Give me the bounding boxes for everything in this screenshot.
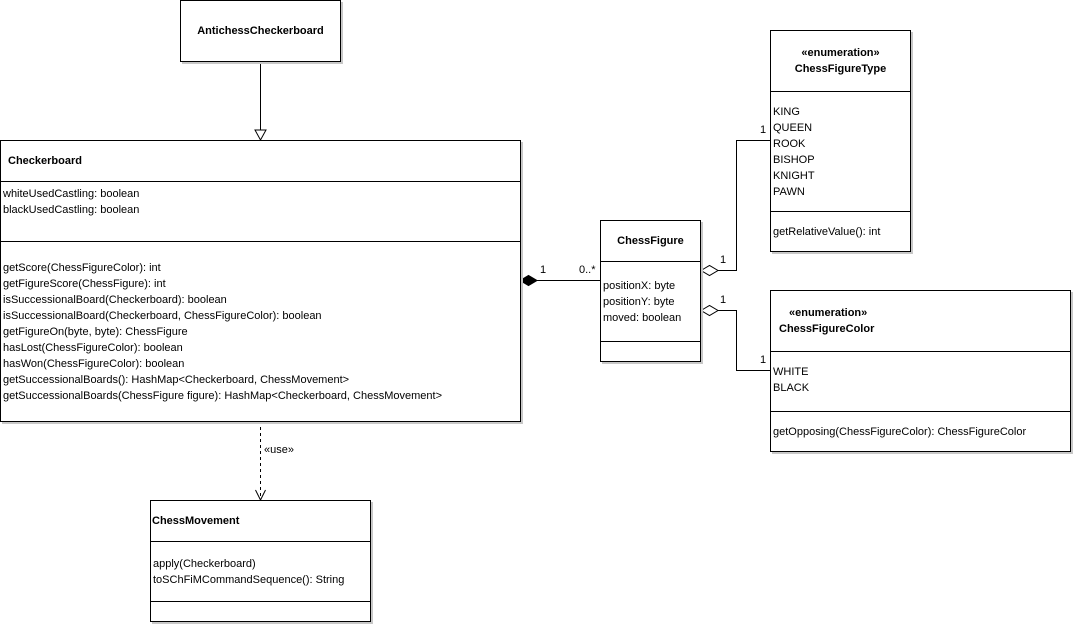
operation: isSuccessionalBoard(Checkerboard): boole… xyxy=(3,294,227,306)
empty-compartment xyxy=(151,601,370,621)
class-name: ChessFigureType xyxy=(794,63,887,75)
enum-literal: BLACK xyxy=(773,382,810,394)
class-name: ChessFigure xyxy=(617,235,684,247)
aggregation-color-diamond xyxy=(700,304,719,317)
operation: apply(Checkerboard) xyxy=(153,558,256,570)
class-antichess-checkerboard[interactable]: AntichessCheckerboard xyxy=(180,0,341,62)
attribute: blackUsedCastling: boolean xyxy=(3,204,140,216)
attribute: positionY: byte xyxy=(603,296,675,308)
aggregation-type-diamond xyxy=(700,264,719,277)
literals-compartment: WHITE BLACK xyxy=(771,351,1070,411)
operation: getScore(ChessFigureColor): int xyxy=(3,262,161,274)
enum-chess-figure-color[interactable]: «enumeration» ChessFigureColor WHITE BLA… xyxy=(770,290,1071,452)
class-chess-figure[interactable]: ChessFigure positionX: byte positionY: b… xyxy=(600,220,701,362)
enum-stereotype: «enumeration» xyxy=(801,47,880,59)
operation: isSuccessionalBoard(Checkerboard, ChessF… xyxy=(3,310,322,322)
operation: toSChFiMCommandSequence(): String xyxy=(153,574,345,586)
operations-compartment: getScore(ChessFigureColor): int getFigur… xyxy=(1,241,520,421)
board-figure-source-multiplicity: 1 xyxy=(540,264,547,276)
attribute: positionX: byte xyxy=(603,280,676,292)
class-name: ChessFigureColor xyxy=(779,323,875,335)
operation: hasWon(ChessFigureColor): boolean xyxy=(3,358,185,370)
operations-compartment: getOpposing(ChessFigureColor): ChessFigu… xyxy=(771,411,1070,451)
enum-stereotype: «enumeration» xyxy=(789,307,868,319)
generalization-arrowhead xyxy=(254,129,267,142)
enum-literal: WHITE xyxy=(773,366,809,378)
enum-chess-figure-type[interactable]: «enumeration» ChessFigureType KING QUEEN… xyxy=(770,30,911,252)
operation: getSuccessionalBoards(): HashMap<Checker… xyxy=(3,374,350,386)
attributes-compartment: positionX: byte positionY: byte moved: b… xyxy=(601,261,700,341)
figure-type-source-multiplicity: 1 xyxy=(720,254,727,266)
aggregation-color-line xyxy=(718,310,770,371)
operation: getRelativeValue(): int xyxy=(773,226,881,238)
composition-diamond xyxy=(519,274,538,287)
class-name: Checkerboard xyxy=(8,155,82,167)
enum-literal: BISHOP xyxy=(773,154,815,166)
use-stereotype-label: «use» xyxy=(264,444,294,456)
enum-header: «enumeration» ChessFigureColor xyxy=(771,291,1070,351)
figure-color-source-multiplicity: 1 xyxy=(720,294,727,306)
attribute: moved: boolean xyxy=(603,312,682,324)
attributes-compartment: whiteUsedCastling: boolean blackUsedCast… xyxy=(1,181,520,241)
operations-compartment: apply(Checkerboard) toSChFiMCommandSeque… xyxy=(151,541,370,601)
aggregation-type-line xyxy=(718,140,770,271)
enum-literal: QUEEN xyxy=(773,122,813,134)
class-name: ChessMovement xyxy=(152,515,240,527)
enum-header: «enumeration» ChessFigureType xyxy=(771,31,910,91)
class-name: AntichessCheckerboard xyxy=(197,25,324,37)
operation: getSuccessionalBoards(ChessFigure figure… xyxy=(3,390,442,402)
enum-literal: KNIGHT xyxy=(773,170,815,182)
operation: getFigureScore(ChessFigure): int xyxy=(3,278,166,290)
literals-compartment: KING QUEEN ROOK BISHOP KNIGHT PAWN xyxy=(771,91,910,211)
empty-compartment xyxy=(601,341,700,361)
operations-compartment: getRelativeValue(): int xyxy=(771,211,910,251)
operation: hasLost(ChessFigureColor): boolean xyxy=(3,342,183,354)
enum-literal: KING xyxy=(773,106,800,118)
enum-literal: PAWN xyxy=(773,186,805,198)
operation: getFigureOn(byte, byte): ChessFigure xyxy=(3,326,188,338)
board-figure-target-multiplicity: 0..* xyxy=(579,264,596,276)
figure-type-target-multiplicity: 1 xyxy=(760,124,767,136)
enum-literal: ROOK xyxy=(773,138,806,150)
attribute: whiteUsedCastling: boolean xyxy=(3,188,140,200)
operation: getOpposing(ChessFigureColor): ChessFigu… xyxy=(773,426,1027,438)
class-checkerboard[interactable]: Checkerboard whiteUsedCastling: boolean … xyxy=(0,140,521,422)
class-chess-movement[interactable]: ChessMovement apply(Checkerboard) toSChF… xyxy=(150,500,371,622)
figure-color-target-multiplicity: 1 xyxy=(760,354,767,366)
